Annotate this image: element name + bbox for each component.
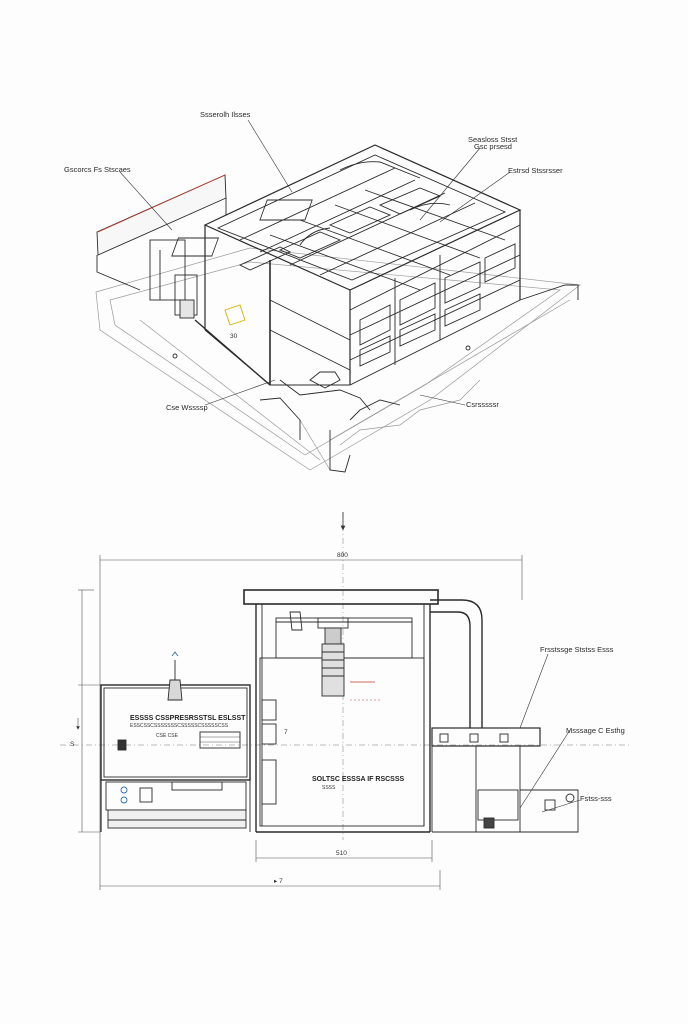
main-chamber-title: SOLTSC ESSSA IF RSCSSS [312, 776, 405, 783]
label-bottom-left: Cse Wssssp [166, 403, 208, 412]
svg-text:30: 30 [230, 333, 238, 340]
isometric-view: 30 [95, 119, 581, 473]
label-top-center: Ssserolh Ilsses [200, 110, 251, 119]
left-block-title: ESSSS CSSPRESRSSTSL ESLSST [130, 715, 246, 722]
section-view: 7 [60, 512, 630, 890]
leader-lines [119, 119, 511, 406]
label-bottom-right: Csrsssssr [466, 400, 499, 409]
center-lines [60, 512, 630, 840]
right-unit [431, 727, 579, 833]
label-right-1: Frsstssge Ststss Esss [540, 645, 614, 654]
left-block-small: CSE CSE [156, 733, 179, 739]
duct [430, 599, 483, 728]
dimension-bottom: ▸ 7 [274, 878, 283, 885]
label-right-3: Fstss-sss [580, 794, 612, 803]
control-cabinet [96, 174, 227, 291]
main-chamber-sub: SSSS [322, 785, 336, 791]
left-block-sub: ESSCSSCSSSSSSSCSSSSSCSSSSSCSS [130, 723, 229, 729]
label-right: Estrsd Stssrsser [508, 166, 563, 175]
left-room [100, 651, 251, 832]
section-leaders [519, 653, 581, 813]
main-frame [171, 144, 522, 386]
ground-platform [95, 247, 581, 471]
main-chamber: 7 [243, 589, 439, 833]
piping-base [172, 284, 579, 473]
dimension-top: 800 [337, 552, 348, 559]
label-right-2: Msssage C Esthg [566, 726, 625, 735]
left-equipment: 30 [149, 239, 271, 386]
dimension-mid: 510 [336, 850, 347, 857]
label-top-right-1: Seasloss Stsst [468, 135, 518, 144]
svg-text:7: 7 [284, 729, 288, 736]
dimension-side: S [70, 741, 75, 748]
label-left: Gscorcs Fs Stscaes [64, 165, 131, 174]
dimension-lines [76, 555, 523, 890]
label-top-right-2: Gsc prsesd [474, 142, 512, 151]
